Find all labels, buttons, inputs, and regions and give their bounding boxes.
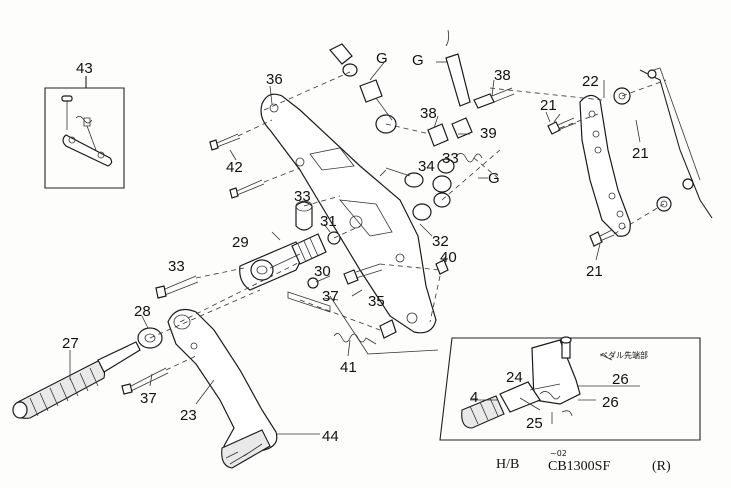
callout-21-right: 21 bbox=[632, 145, 649, 162]
callout-21-lower: 21 bbox=[586, 263, 603, 280]
callout-24: 24 bbox=[506, 369, 523, 386]
callout-33-left: 33 bbox=[168, 258, 185, 275]
callout-34: 34 bbox=[418, 158, 435, 175]
callout-35: 35 bbox=[368, 293, 385, 310]
callout-g-upper: G bbox=[376, 50, 388, 67]
footer-left: H/B bbox=[496, 457, 519, 472]
callout-40: 40 bbox=[440, 249, 457, 266]
axle-assembly bbox=[239, 200, 341, 313]
callout-31: 31 bbox=[320, 213, 337, 230]
springs bbox=[75, 116, 483, 345]
callout-42: 42 bbox=[226, 159, 243, 176]
callout-labels: 43 36 G G G 38 38 39 34 33 33 33 22 21 2… bbox=[62, 50, 649, 445]
callout-28: 28 bbox=[134, 303, 151, 320]
callout-38-upper: 38 bbox=[494, 67, 511, 84]
callout-21-upper: 21 bbox=[540, 97, 557, 114]
callout-30: 30 bbox=[314, 263, 331, 280]
callout-37-upper: 37 bbox=[322, 288, 339, 305]
callout-37-lower: 37 bbox=[140, 390, 157, 407]
bracket-plate bbox=[260, 93, 437, 334]
callout-36: 36 bbox=[266, 71, 283, 88]
assembly-lines bbox=[149, 71, 667, 371]
callout-4: 4 bbox=[470, 389, 478, 406]
linkage-rod bbox=[329, 29, 515, 221]
callout-27: 27 bbox=[62, 335, 79, 352]
callout-g-rod: G bbox=[412, 52, 424, 69]
callout-26-upper: 26 bbox=[612, 371, 629, 388]
footer-mark: ~02 bbox=[550, 449, 567, 458]
leader-lines bbox=[69, 59, 641, 435]
inset-pedal-tip: ペダル先端部 bbox=[439, 336, 701, 441]
callout-33-right: 33 bbox=[442, 150, 459, 167]
callout-41: 41 bbox=[340, 359, 357, 376]
footer-model: CB1300SF bbox=[548, 459, 610, 474]
callout-32: 32 bbox=[432, 233, 449, 250]
footer-suffix: (R) bbox=[652, 459, 671, 474]
callout-25: 25 bbox=[526, 415, 543, 432]
inset-43 bbox=[44, 76, 125, 189]
footpeg-27 bbox=[12, 327, 163, 419]
callout-g-spring: G bbox=[488, 170, 500, 187]
inset-note: ペダル先端部 bbox=[600, 350, 648, 360]
callout-26-lower: 26 bbox=[602, 394, 619, 411]
callout-23: 23 bbox=[180, 407, 197, 424]
callout-22: 22 bbox=[582, 73, 599, 90]
pedal-23 bbox=[167, 309, 278, 469]
bolts bbox=[121, 117, 615, 395]
footer: H/B ~02 CB1300SF (R) bbox=[496, 449, 671, 474]
callout-44: 44 bbox=[322, 428, 339, 445]
callout-43: 43 bbox=[76, 60, 93, 77]
callout-39: 39 bbox=[480, 125, 497, 142]
callout-38-lower: 38 bbox=[420, 105, 437, 122]
callout-33-mid: 33 bbox=[294, 188, 311, 205]
callout-29: 29 bbox=[232, 234, 249, 251]
